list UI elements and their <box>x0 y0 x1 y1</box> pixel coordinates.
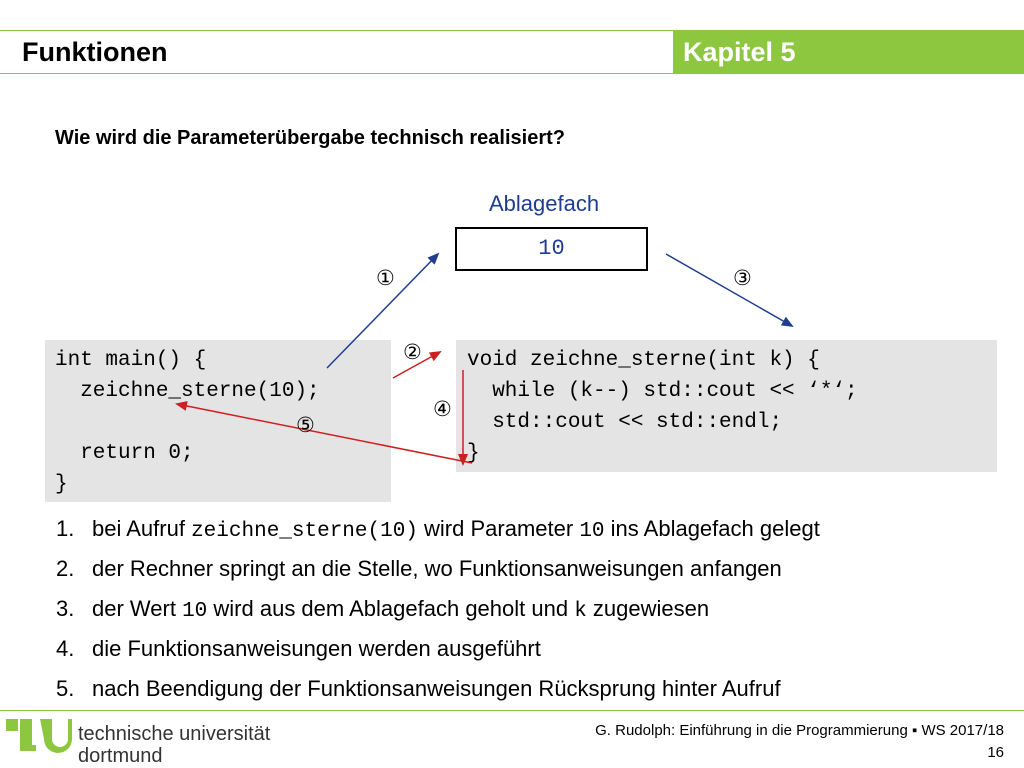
marker-5: ⑤ <box>296 414 315 437</box>
marker-1: ① <box>376 267 395 290</box>
code-line: void zeichne_sterne(int k) { <box>467 349 820 372</box>
list-item: 3. der Wert 10 wird aus dem Ablagefach ge… <box>56 592 820 632</box>
page-number: 16 <box>987 744 1004 761</box>
marker-3: ③ <box>733 267 752 290</box>
steps-list: 1. bei Aufruf zeichne_sterne(10) wird Par… <box>56 512 820 712</box>
step-text: ins Ablagefach gelegt <box>604 516 820 541</box>
code-line: } <box>467 442 480 465</box>
step-number: 5. <box>56 676 75 701</box>
step-code: zeichne_sterne(10) <box>191 520 418 543</box>
university-name: technische universität dortmund <box>78 723 270 767</box>
footer-credit: G. Rudolph: Einführung in die Programmie… <box>595 722 1004 739</box>
step-text: der Wert <box>92 596 183 621</box>
step-text: nach Beendigung der Funktionsanweisungen… <box>92 676 781 701</box>
footer-divider <box>0 710 1024 711</box>
arrow-1 <box>326 252 440 369</box>
chapter-badge: Kapitel 5 <box>673 30 1024 74</box>
step-code: k <box>574 600 587 623</box>
storage-label: Ablagefach <box>489 191 600 216</box>
step-text: wird Parameter <box>417 516 580 541</box>
step-number: 2. <box>56 556 75 581</box>
marker-2: ② <box>403 341 422 364</box>
list-item: 5. nach Beendigung der Funktionsanweisung… <box>56 672 820 712</box>
marker-4: ④ <box>433 398 452 421</box>
step-number: 4. <box>56 636 75 661</box>
step-code: 10 <box>579 520 605 543</box>
question-heading: Wie wird die Parameterübergabe technisch… <box>55 127 565 149</box>
step-number: 3. <box>56 596 75 621</box>
step-text: zugewiesen <box>586 596 710 621</box>
arrow-5 <box>175 401 473 464</box>
main-code-block: int main() { zeichne_sterne(10); return … <box>45 340 391 502</box>
list-item: 1. bei Aufruf zeichne_sterne(10) wird Par… <box>56 512 820 552</box>
university-line: technische universität <box>78 723 271 745</box>
list-item: 2. der Rechner springt an die Stelle, wo … <box>56 552 820 592</box>
code-line: int main() { <box>55 349 207 372</box>
step-text: wird aus dem Ablagefach geholt und <box>207 596 575 621</box>
tu-logo-icon <box>6 719 72 753</box>
arrow-3 <box>665 253 794 327</box>
step-text: bei Aufruf <box>92 516 192 541</box>
header-bar <box>0 30 1024 74</box>
step-text: der Rechner springt an die Stelle, wo Fu… <box>92 556 782 581</box>
arrow-2 <box>392 351 442 379</box>
step-number: 1. <box>56 516 75 541</box>
function-code-block: void zeichne_sterne(int k) { while (k--)… <box>456 340 997 472</box>
code-line: return 0; <box>55 442 194 465</box>
code-line: std::cout << std::endl; <box>467 411 783 434</box>
code-line: zeichne_sterne(10); <box>55 380 320 403</box>
step-text: die Funktionsanweisungen werden ausgefüh… <box>92 636 541 661</box>
code-line: } <box>55 473 68 496</box>
code-line: while (k--) std::cout << ‘*‘; <box>467 380 858 403</box>
slide-title: Funktionen <box>22 37 168 67</box>
step-code: 10 <box>182 600 208 623</box>
storage-box: 10 <box>455 227 648 271</box>
list-item: 4. die Funktionsanweisungen werden ausgef… <box>56 632 820 672</box>
university-line: dortmund <box>78 745 163 767</box>
